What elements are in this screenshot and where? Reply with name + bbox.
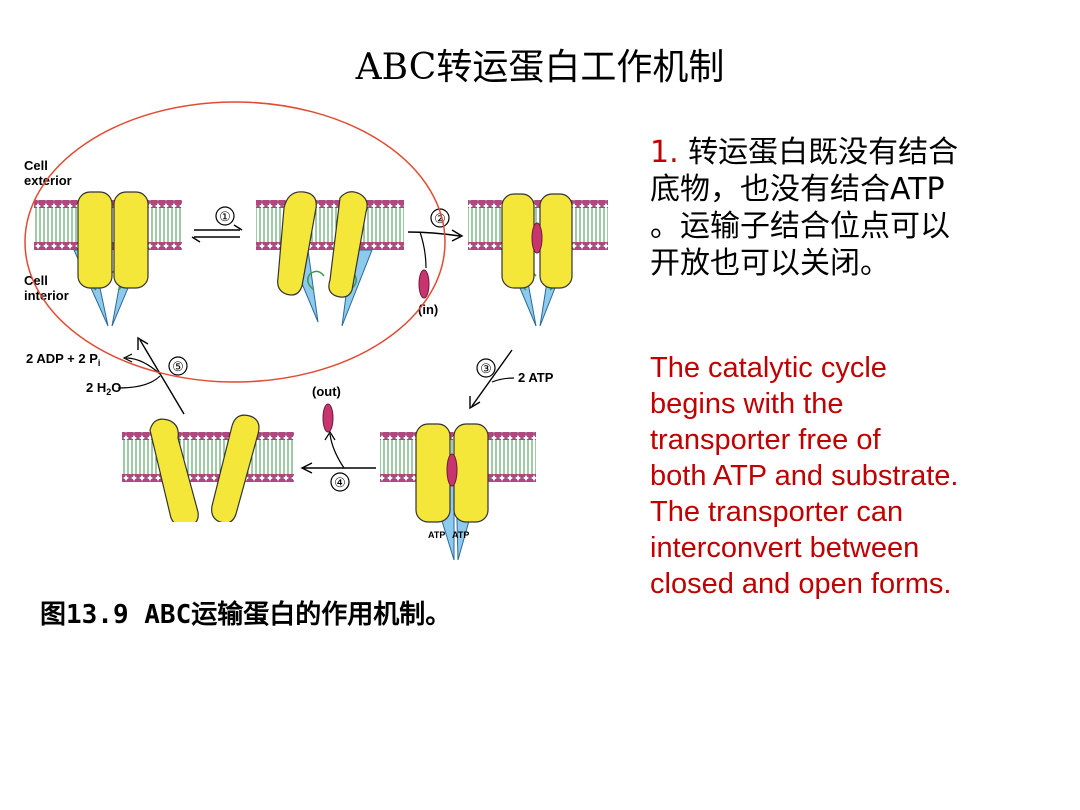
- svg-text:④: ④: [334, 475, 346, 490]
- abc-cycle-diagram: Cell exterior Cell interior ① ② (in): [24, 158, 608, 561]
- substrate-in: [418, 269, 430, 299]
- point-1-text: 1. 转运蛋白既没有结合 底物，也没有结合ATP 。运输子结合位点可以 开放也可…: [650, 135, 959, 281]
- substrate-bound: [531, 222, 543, 254]
- panel-5: [122, 414, 296, 528]
- panel-1: Cell exterior Cell interior: [24, 158, 182, 327]
- figure-caption: 图13.9 ABC运输蛋白的作用机制。: [40, 600, 452, 630]
- panel-2: [256, 191, 404, 327]
- transporter-left: [77, 191, 113, 289]
- step-2-arrow: ② (in): [407, 208, 464, 317]
- label-2atp: 2 ATP: [518, 370, 554, 385]
- label-atp-right: ATP: [452, 530, 469, 540]
- slide-title: ABC转运蛋白工作机制: [355, 47, 725, 88]
- svg-text:①: ①: [219, 209, 231, 224]
- label-out: (out): [312, 384, 341, 399]
- svg-text:⑤: ⑤: [172, 359, 184, 374]
- step-4-marker: [330, 472, 350, 492]
- step-4-arrow: ④ (out): [300, 384, 376, 492]
- step-1-marker: [215, 206, 235, 226]
- label-h2o: 2 H2O: [86, 380, 121, 397]
- step-3-arrow: ③ 2 ATP: [469, 349, 554, 410]
- abc-transporter-figure: Cell exterior Cell interior ① ② (in): [22, 150, 614, 590]
- step-5-arrow: ⑤ 2 ADP + 2 Pi 2 H2O: [26, 336, 188, 415]
- panel-3: [468, 193, 608, 327]
- label-in: (in): [418, 302, 438, 317]
- step-5-marker: [168, 356, 188, 376]
- step-1-arrows: ①: [191, 206, 243, 243]
- label-atp-left: ATP: [428, 530, 445, 540]
- label-cell-interior: Cell: [24, 273, 48, 288]
- highlight-ellipse: [24, 101, 446, 383]
- svg-text:②: ②: [434, 211, 446, 226]
- transporter-right: [113, 191, 149, 289]
- step-2-marker: [430, 208, 450, 228]
- transporter-right: [328, 191, 368, 298]
- svg-text:interior: interior: [24, 288, 69, 303]
- point-number: 1.: [650, 135, 679, 170]
- svg-text:exterior: exterior: [24, 173, 72, 188]
- label-cell-exterior: Cell: [24, 158, 48, 173]
- panel-4: ATP ATP: [380, 423, 536, 561]
- step-3-marker: [476, 358, 496, 378]
- transporter-left: [277, 191, 317, 296]
- transporter-right: [211, 414, 260, 524]
- english-description: The catalytic cycle begins with the tran…: [650, 352, 959, 600]
- substrate-out: [322, 403, 334, 433]
- label-adp: 2 ADP + 2 Pi: [26, 351, 100, 368]
- svg-text:③: ③: [480, 361, 492, 376]
